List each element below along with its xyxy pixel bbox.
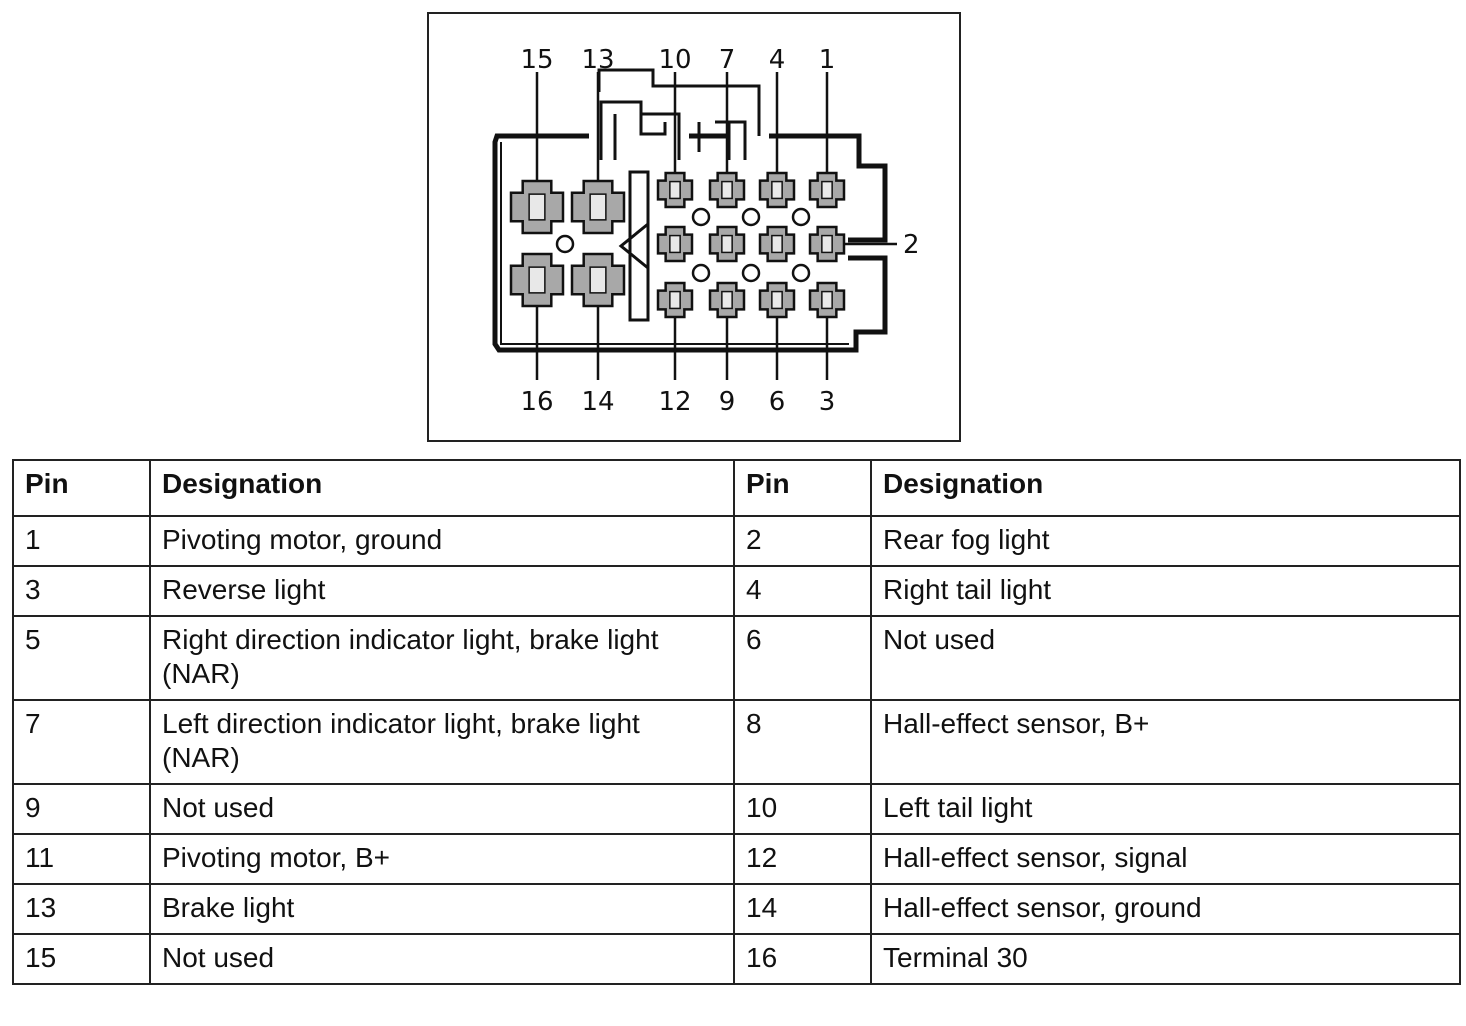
connector-drawing: 15 13 10 7 4 1 16 14 12 9 6 3 2	[492, 45, 920, 417]
small-pin	[656, 281, 694, 319]
designation-cell: Right direction indicator light, brake l…	[149, 615, 735, 701]
pin-cell: 13	[12, 883, 151, 935]
designation-cell: Reverse light	[149, 565, 735, 617]
small-pin	[808, 281, 846, 319]
blank-cavity	[691, 263, 711, 283]
designation-cell: Rear fog light	[870, 515, 1461, 567]
pin-number-label-top: 13	[581, 45, 614, 75]
pin-cell: 9	[12, 783, 151, 835]
pin-number-label-bottom: 9	[719, 387, 736, 417]
blank-cavity	[741, 207, 761, 227]
designation-cell: Brake light	[149, 883, 735, 935]
table-row: 15 Not used 16 Terminal 30	[12, 933, 1461, 985]
pin-number-label-bottom: 16	[520, 387, 553, 417]
pin-cell: 16	[733, 933, 872, 985]
small-pin	[656, 225, 694, 263]
designation-cell: Pivoting motor, ground	[149, 515, 735, 567]
table-row: 3 Reverse light 4 Right tail light	[12, 565, 1461, 617]
header-designation-b: Designation	[870, 459, 1461, 517]
designation-cell: Left tail light	[870, 783, 1461, 835]
blank-cavity	[691, 207, 711, 227]
pin-cell: 3	[12, 565, 151, 617]
housing-outline	[492, 133, 888, 353]
pin-cell: 14	[733, 883, 872, 935]
pin-number-label-bottom: 14	[581, 387, 614, 417]
pin-cell: 8	[733, 699, 872, 785]
table-row: 13 Brake light 14 Hall-effect sensor, gr…	[12, 883, 1461, 935]
pin-cell: 12	[733, 833, 872, 885]
blank-cavity	[791, 263, 811, 283]
blank-cavity	[791, 207, 811, 227]
pin-number-label-side: 2	[903, 230, 920, 260]
pin-cell: 5	[12, 615, 151, 701]
large-pin-bottom	[570, 252, 626, 308]
pin-number-label-bottom: 6	[769, 387, 786, 417]
designation-cell: Hall-effect sensor, B+	[870, 699, 1461, 785]
designation-cell: Hall-effect sensor, ground	[870, 883, 1461, 935]
connector-diagram: 15 13 10 7 4 1 16 14 12 9 6 3 2	[427, 12, 961, 442]
pin-number-label-top: 7	[719, 45, 736, 75]
designation-cell: Left direction indicator light, brake li…	[149, 699, 735, 785]
small-pin	[758, 225, 796, 263]
small-pin	[708, 171, 746, 209]
small-pin	[758, 281, 796, 319]
table-row: 1 Pivoting motor, ground 2 Rear fog ligh…	[12, 515, 1461, 567]
pin-number-label-top: 1	[819, 45, 836, 75]
designation-cell: Not used	[870, 615, 1461, 701]
large-pin-top	[570, 179, 626, 235]
pin-cell: 10	[733, 783, 872, 835]
pin-cell: 2	[733, 515, 872, 567]
designation-cell: Hall-effect sensor, signal	[870, 833, 1461, 885]
large-pin-bottom	[509, 252, 565, 308]
designation-cell: Not used	[149, 783, 735, 835]
center-key	[628, 170, 650, 322]
small-pin	[708, 225, 746, 263]
blank-cavity	[555, 234, 575, 254]
pin-assignment-table: Pin Designation Pin Designation 1 Pivoti…	[12, 459, 1461, 985]
small-pin	[808, 225, 846, 263]
housing-outline-top	[529, 133, 888, 243]
pin-number-label-top: 15	[520, 45, 553, 75]
designation-cell: Pivoting motor, B+	[149, 833, 735, 885]
pin-cell: 7	[12, 699, 151, 785]
small-pin	[708, 281, 746, 319]
table-row: 9 Not used 10 Left tail light	[12, 783, 1461, 835]
table-row: 7 Left direction indicator light, brake …	[12, 699, 1461, 785]
pin-cell: 11	[12, 833, 151, 885]
small-pin	[656, 171, 694, 209]
pin-number-label-top: 10	[658, 45, 691, 75]
table-row: 5 Right direction indicator light, brake…	[12, 615, 1461, 701]
header-designation-a: Designation	[149, 459, 735, 517]
housing-inner-outline	[500, 142, 849, 345]
header-pin-a: Pin	[12, 459, 151, 517]
designation-cell: Right tail light	[870, 565, 1461, 617]
designation-cell: Terminal 30	[870, 933, 1461, 985]
pin-cell: 6	[733, 615, 872, 701]
blank-cavity	[741, 263, 761, 283]
pin-cell: 1	[12, 515, 151, 567]
designation-cell: Not used	[149, 933, 735, 985]
small-pin	[758, 171, 796, 209]
pin-number-label-bottom: 12	[658, 387, 691, 417]
pin-cell: 4	[733, 565, 872, 617]
pin-cell: 15	[12, 933, 151, 985]
pin-number-label-bottom: 3	[819, 387, 836, 417]
large-pin-top	[509, 179, 565, 235]
header-pin-b: Pin	[733, 459, 872, 517]
pin-number-label-top: 4	[769, 45, 786, 75]
table-header-row: Pin Designation Pin Designation	[12, 459, 1461, 517]
small-pin	[808, 171, 846, 209]
locking-latch	[597, 68, 761, 160]
table-row: 11 Pivoting motor, B+ 12 Hall-effect sen…	[12, 833, 1461, 885]
